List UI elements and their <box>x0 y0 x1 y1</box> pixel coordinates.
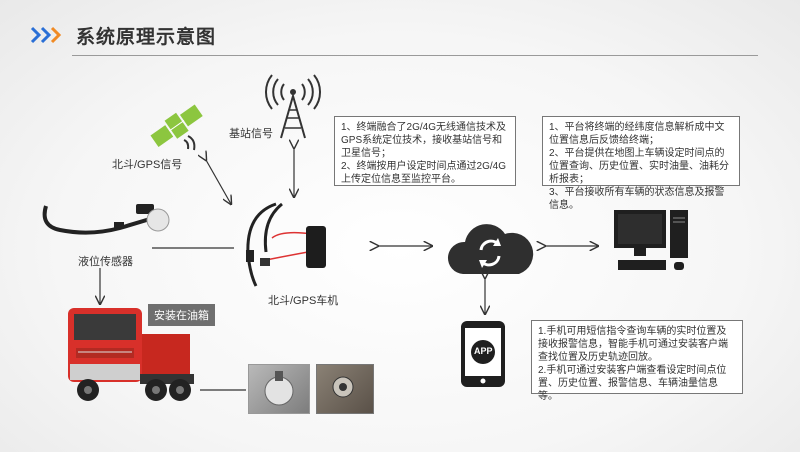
app-info-line: 1.手机可用短信指令查询车辆的实时位置及接收报警信息，智能手机可通过安装客户端查… <box>538 326 728 363</box>
base-station-label: 基站信号 <box>229 128 273 140</box>
level-sensor-icon <box>42 204 170 235</box>
gps-terminal-label: 北斗/GPS车机 <box>268 295 339 307</box>
terminal-info-line: 2、终端按用户设定时间点通过2G/4G上传定位信息至监控平台。 <box>341 161 507 185</box>
terminal-info-box: 1、终端融合了2G/4G无线通信技术及GPS系统定位技术，接收基站信号和卫星信号… <box>334 116 516 186</box>
app-info-line: 2.手机可通过安装客户端查看设定时间点位置、历史位置、报警信息、车辆油量信息等。 <box>538 365 727 402</box>
satellite-label: 北斗/GPS信号 <box>112 159 183 171</box>
tower-icon <box>265 74 321 139</box>
platform-info-line: 3、平台接收所有车辆的状态信息及报警信息。 <box>549 187 725 211</box>
phone-icon <box>461 321 505 387</box>
tank-photo-1 <box>248 364 310 414</box>
truck-icon <box>68 308 194 401</box>
platform-info-line: 1、平台将终端的经纬度信息解析成中文位置信息后反馈给终端； <box>549 122 725 146</box>
terminal-info-line: 1、终端融合了2G/4G无线通信技术及GPS系统定位技术，接收基站信号和卫星信号… <box>341 122 507 159</box>
cloud-icon <box>447 224 534 274</box>
chevrons-icon <box>30 26 62 44</box>
install-location-badge: 安装在油箱 <box>148 304 215 326</box>
satellite-icon <box>150 104 203 151</box>
arrow-satellite-terminal <box>206 160 231 204</box>
platform-info-box: 1、平台将终端的经纬度信息解析成中文位置信息后反馈给终端； 2、平台提供在地图上… <box>542 116 740 211</box>
computer-icon <box>614 210 688 270</box>
app-label: APP <box>474 346 493 356</box>
title-divider <box>72 55 758 56</box>
level-sensor-label: 液位传感器 <box>78 256 133 268</box>
gps-terminal-icon <box>246 202 326 287</box>
platform-info-line: 2、平台提供在地图上车辆设定时间点的位置查询、历史位置、实时油量、油耗分析报表； <box>549 148 729 185</box>
app-info-box: 1.手机可用短信指令查询车辆的实时位置及接收报警信息，智能手机可通过安装客户端查… <box>531 320 743 402</box>
page-title: 系统原理示意图 <box>76 27 217 48</box>
tank-photo-2 <box>316 364 374 414</box>
